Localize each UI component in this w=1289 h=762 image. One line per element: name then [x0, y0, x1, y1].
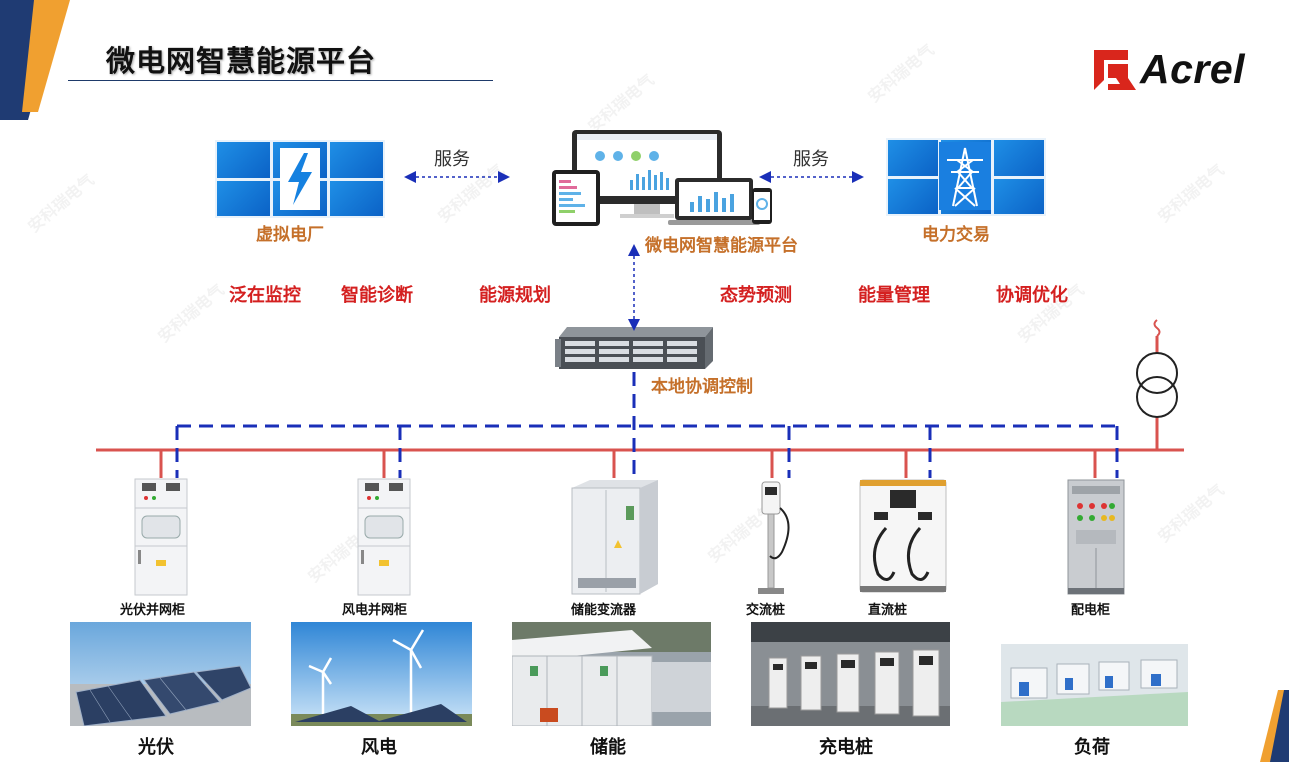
platform-devices-icon: [552, 130, 772, 226]
device-label: 交流桩: [746, 603, 786, 618]
title-underline: [68, 80, 493, 81]
function-label: 态势预测: [720, 285, 792, 306]
device-label: 配电柜: [1071, 603, 1111, 618]
service-label-left: 服务: [434, 149, 470, 170]
storage-photo: [512, 622, 711, 726]
function-label: 协调优化: [996, 285, 1068, 306]
service-label-right: 服务: [793, 149, 829, 170]
platform-label: 微电网智慧能源平台: [645, 236, 798, 256]
wind-grid-cabinet-icon: [357, 478, 411, 596]
function-label: 泛在监控: [229, 285, 301, 306]
page-title: 微电网智慧能源平台: [106, 44, 377, 78]
wind-photo: [291, 622, 472, 726]
pv-photo: [70, 622, 251, 726]
virtual-plant-label: 虚拟电厂: [256, 225, 324, 245]
device-label: 光伏并网柜: [120, 603, 186, 618]
controller-label: 本地协调控制: [651, 377, 753, 397]
distribution-cabinet-icon: [1067, 479, 1125, 595]
acrel-logo-icon: [1094, 50, 1136, 90]
scene-label: 储能: [590, 737, 626, 758]
ac-charger-icon: [758, 481, 790, 594]
transmission-tower-icon: [939, 142, 991, 210]
dc-charger-icon: [859, 479, 947, 593]
power-trade-label: 电力交易: [922, 225, 990, 245]
scene-label: 充电桩: [819, 737, 873, 758]
acrel-logo-text: Acrel: [1140, 46, 1246, 92]
corner-decoration-top-left: [0, 0, 70, 120]
device-label: 储能变流器: [571, 603, 637, 618]
function-label: 能源规划: [479, 285, 551, 306]
function-label: 能量管理: [858, 285, 930, 306]
controller-rack-icon: [555, 327, 713, 369]
scene-label: 风电: [361, 737, 397, 758]
scene-label: 光伏: [138, 737, 174, 758]
charging-photo: [751, 622, 950, 726]
corner-decoration-bottom-right: [1260, 690, 1289, 762]
lightning-icon: [280, 148, 320, 210]
pv-grid-cabinet-icon: [134, 478, 188, 596]
device-label: 风电并网柜: [342, 603, 408, 618]
load-photo: [1001, 622, 1188, 726]
scene-label: 负荷: [1074, 737, 1110, 758]
function-label: 智能诊断: [341, 285, 413, 306]
storage-converter-icon: [571, 480, 658, 595]
device-label: 直流桩: [868, 603, 908, 618]
